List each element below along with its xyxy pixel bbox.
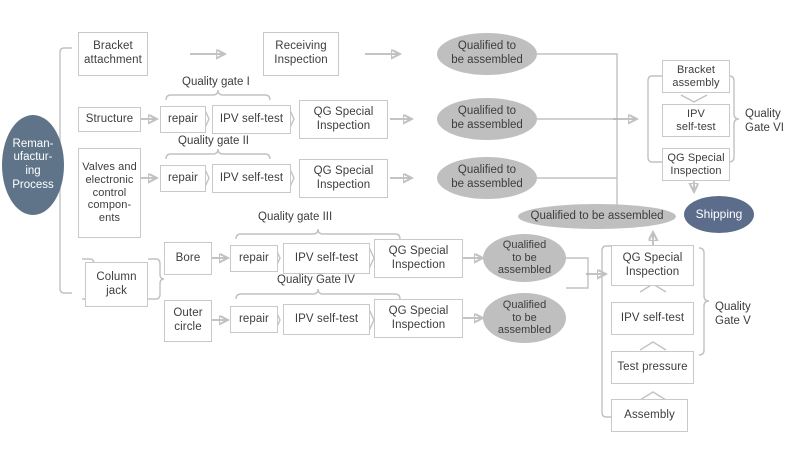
- ellipse-qualified-row3[interactable]: Qualified to be assembled: [437, 157, 537, 199]
- label-quality-gate-5: Quality Gate V: [715, 301, 751, 328]
- label-quality-gate-1: Quality gate I: [182, 76, 250, 88]
- box-repair-bore[interactable]: repair: [230, 245, 278, 272]
- box-test-pressure[interactable]: Test pressure: [611, 351, 694, 384]
- box-ipv-self-test-gate6[interactable]: IPV self-test: [662, 104, 730, 137]
- box-assembly[interactable]: Assembly: [611, 399, 688, 432]
- box-column-jack[interactable]: Column jack: [85, 262, 148, 307]
- box-repair-outer-circle[interactable]: repair: [230, 306, 278, 333]
- ellipse-qualified-row5[interactable]: Qualified to be assembled: [483, 293, 566, 343]
- box-qg-special-inspection-gate6[interactable]: QG Special Inspection: [662, 148, 730, 181]
- box-qg-special-inspection-bore[interactable]: QG Special Inspection: [374, 239, 463, 278]
- label-quality-gate-3: Quality gate III: [258, 211, 333, 223]
- box-repair-structure[interactable]: repair: [160, 106, 206, 133]
- box-qg-special-inspection-outer-circle[interactable]: QG Special Inspection: [374, 299, 463, 338]
- end-node-shipping[interactable]: Shipping: [684, 196, 754, 233]
- label-quality-gate-2: Quality gate II: [178, 135, 249, 147]
- box-qg-special-inspection-structure[interactable]: QG Special Inspection: [299, 100, 388, 139]
- box-ipv-self-test-gate5[interactable]: IPV self-test: [611, 302, 694, 335]
- box-qg-special-inspection-gate5[interactable]: QG Special Inspection: [611, 245, 694, 286]
- box-repair-valves[interactable]: repair: [160, 165, 206, 192]
- box-bracket-attachment[interactable]: Bracket attachment: [78, 32, 148, 76]
- box-structure[interactable]: Structure: [78, 107, 141, 132]
- ellipse-qualified-row1[interactable]: Qualified to be assembled: [437, 33, 537, 75]
- box-ipv-self-test-structure[interactable]: IPV self-test: [212, 105, 291, 134]
- ellipse-qualified-row4[interactable]: Qualified to be assembled: [483, 234, 566, 282]
- start-node-remanufacturing-process[interactable]: Reman- ufactur- ing Process: [2, 115, 64, 215]
- box-ipv-self-test-valves[interactable]: IPV self-test: [212, 164, 291, 193]
- box-bracket-assembly[interactable]: Bracket assembly: [662, 60, 730, 93]
- ellipse-qualified-row2[interactable]: Qualified to be assembled: [437, 98, 537, 140]
- box-qg-special-inspection-valves[interactable]: QG Special Inspection: [299, 159, 388, 198]
- box-ipv-self-test-bore[interactable]: IPV self-test: [283, 243, 370, 274]
- ellipse-qualified-to-be-assembled-merged[interactable]: Qualified to be assembled: [518, 204, 676, 229]
- box-receiving-inspection[interactable]: Receiving Inspection: [263, 32, 339, 76]
- box-ipv-self-test-outer-circle[interactable]: IPV self-test: [283, 304, 370, 335]
- label-quality-gate-4: Quality Gate IV: [277, 274, 355, 286]
- box-valves-electronic-control-components[interactable]: Valves and electronic control compon- en…: [78, 148, 141, 238]
- box-bore[interactable]: Bore: [164, 242, 212, 275]
- box-outer-circle[interactable]: Outer circle: [164, 300, 212, 342]
- label-quality-gate-6: Quality Gate VI: [745, 108, 784, 135]
